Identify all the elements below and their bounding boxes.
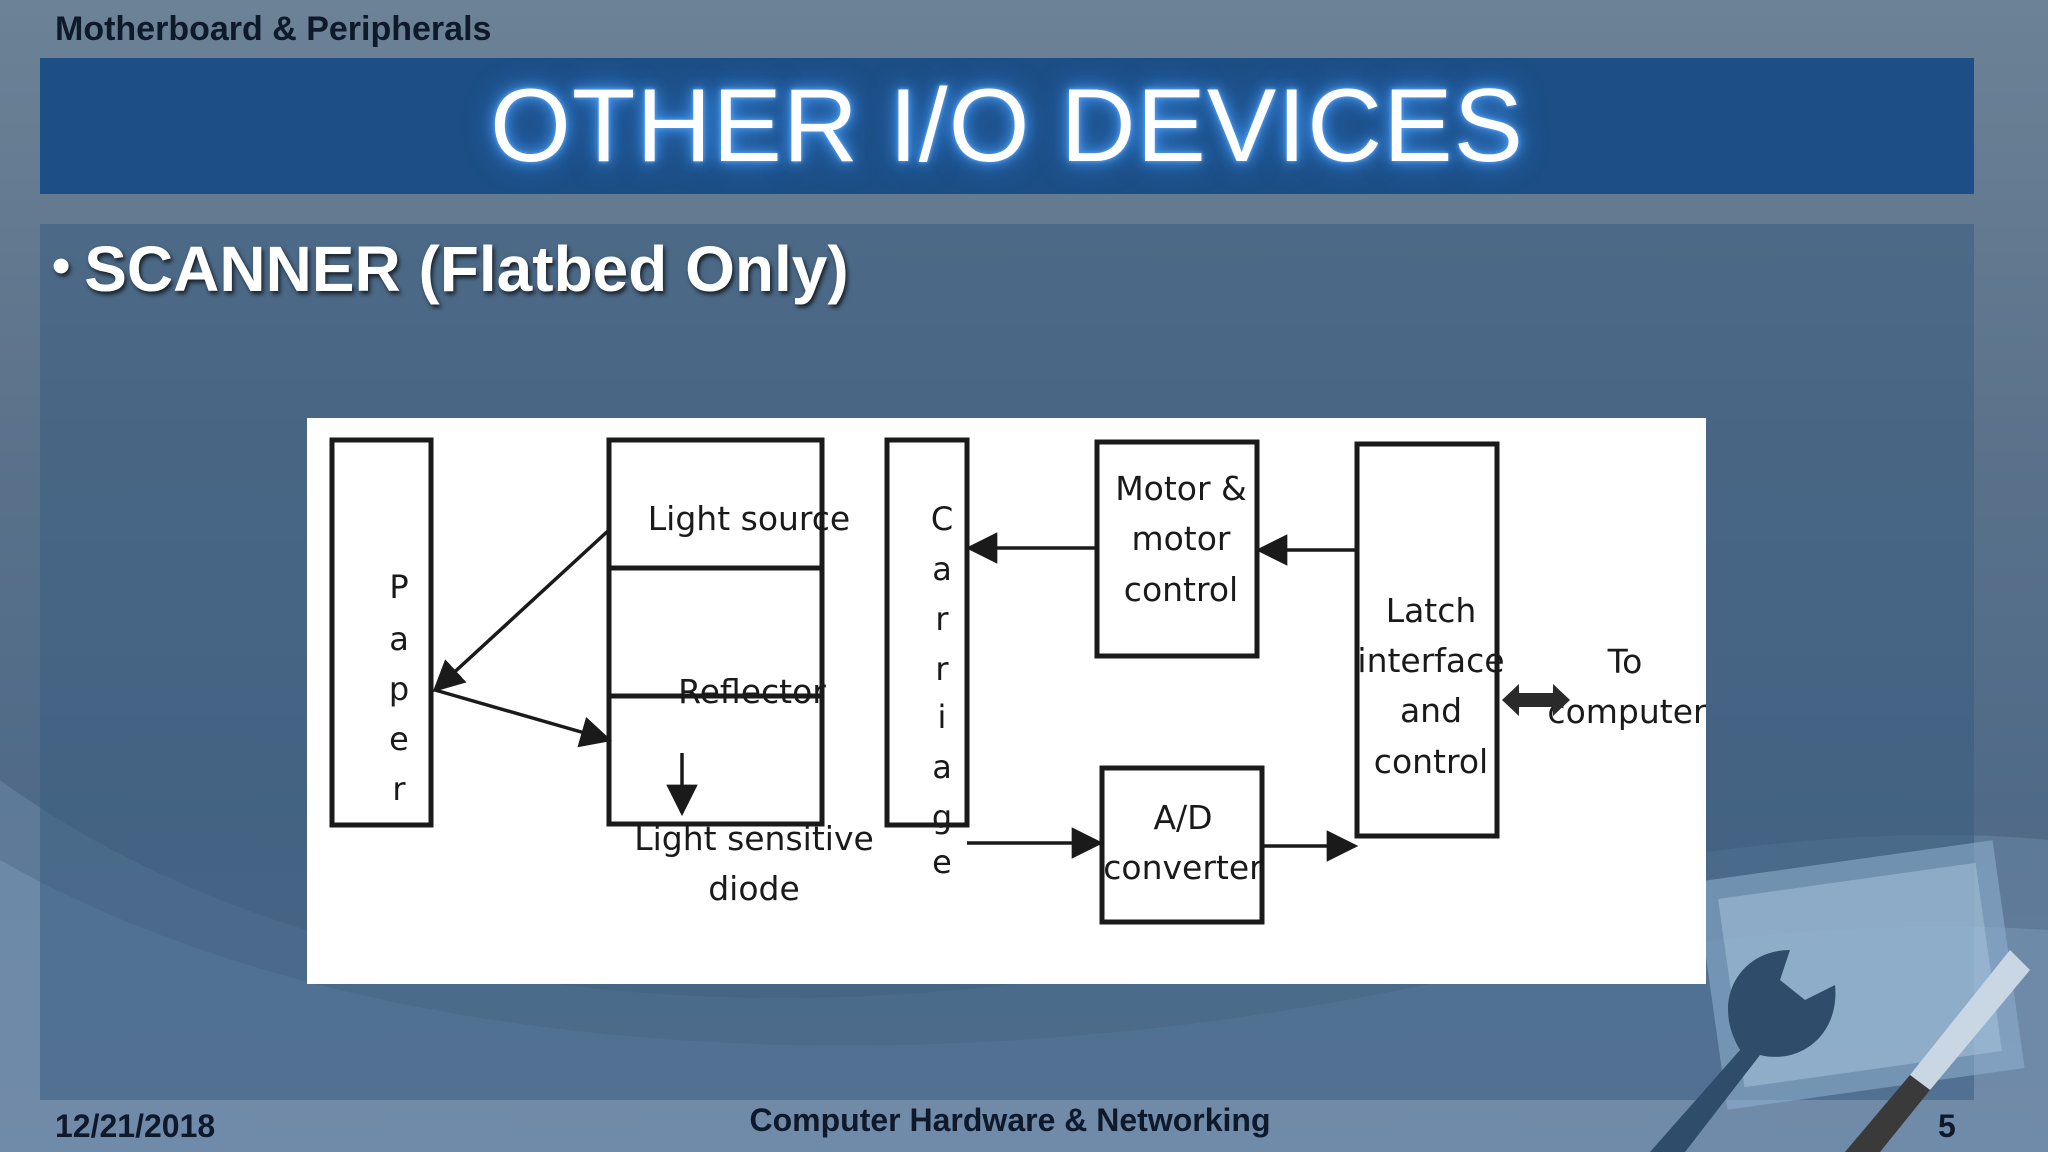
carriage-letter: a [932,748,952,786]
footer-course-title: Computer Hardware & Networking [749,1102,1271,1138]
paper-letter: p [389,670,409,708]
diode-label-line2: diode [708,869,800,908]
screwdriver-icon [1910,950,2030,1090]
light-source-label: Light source [648,499,850,538]
paper-letter: P [389,568,408,606]
light-to-paper-arrow [432,528,611,693]
adc-label-line1: A/D [1153,798,1212,837]
motor-label-line3: control [1124,570,1238,609]
section-label: Motherboard & Peripherals [55,10,492,48]
to-computer-label-line2: computer [1547,692,1706,731]
paper-letter: e [389,720,409,758]
bullet-text: SCANNER (Flatbed Only) [84,233,849,305]
bullet-dot: • [52,237,71,295]
title-banner: OTHER I/O DEVICES [40,58,1974,194]
latch-block [1354,441,1500,839]
latch-label-line1: Latch [1386,591,1477,630]
tools-illustration [1650,840,2030,1152]
latch-label-line2: interface [1357,641,1504,680]
carriage-letter: e [932,843,952,881]
carriage-letter: r [935,600,949,638]
motor-label-line1: Motor & [1115,469,1247,508]
paper-letter: r [392,770,406,808]
slide-title: OTHER I/O DEVICES [489,67,1525,184]
motor-label-line2: motor [1131,519,1230,558]
carriage-letter: a [932,550,952,588]
carriage-letter: i [938,698,947,736]
wrench-icon [1650,950,1836,1152]
scanner-block-diagram: P a p e r Light source Reflector Light s… [307,418,1706,984]
to-computer-label-line1: To [1607,642,1643,681]
page-number: 5 [1938,1108,1956,1144]
diode-block [606,693,825,827]
adc-label-line2: converter [1103,848,1263,887]
carriage-letter: g [932,798,952,836]
paper-letter: a [389,620,409,658]
diagram-canvas: P a p e r Light source Reflector Light s… [329,437,1706,925]
carriage-letter: C [931,500,953,538]
paper-block [329,437,434,828]
bidirectional-arrow [1502,684,1570,716]
bullet-item: •SCANNER (Flatbed Only) [52,232,849,306]
paper-to-reflector-arrow [434,688,613,748]
adc-block [1099,765,1265,925]
latch-label-line3: and [1400,691,1462,730]
footer-date: 12/21/2018 [55,1108,216,1144]
screwdriver-handle-shape [1845,1075,1930,1152]
reflector-label: Reflector [678,672,826,711]
latch-label-line4: control [1374,742,1488,781]
carriage-block [884,437,970,828]
carriage-letter: r [935,650,949,688]
diode-label-line1: Light sensitive [634,819,874,858]
